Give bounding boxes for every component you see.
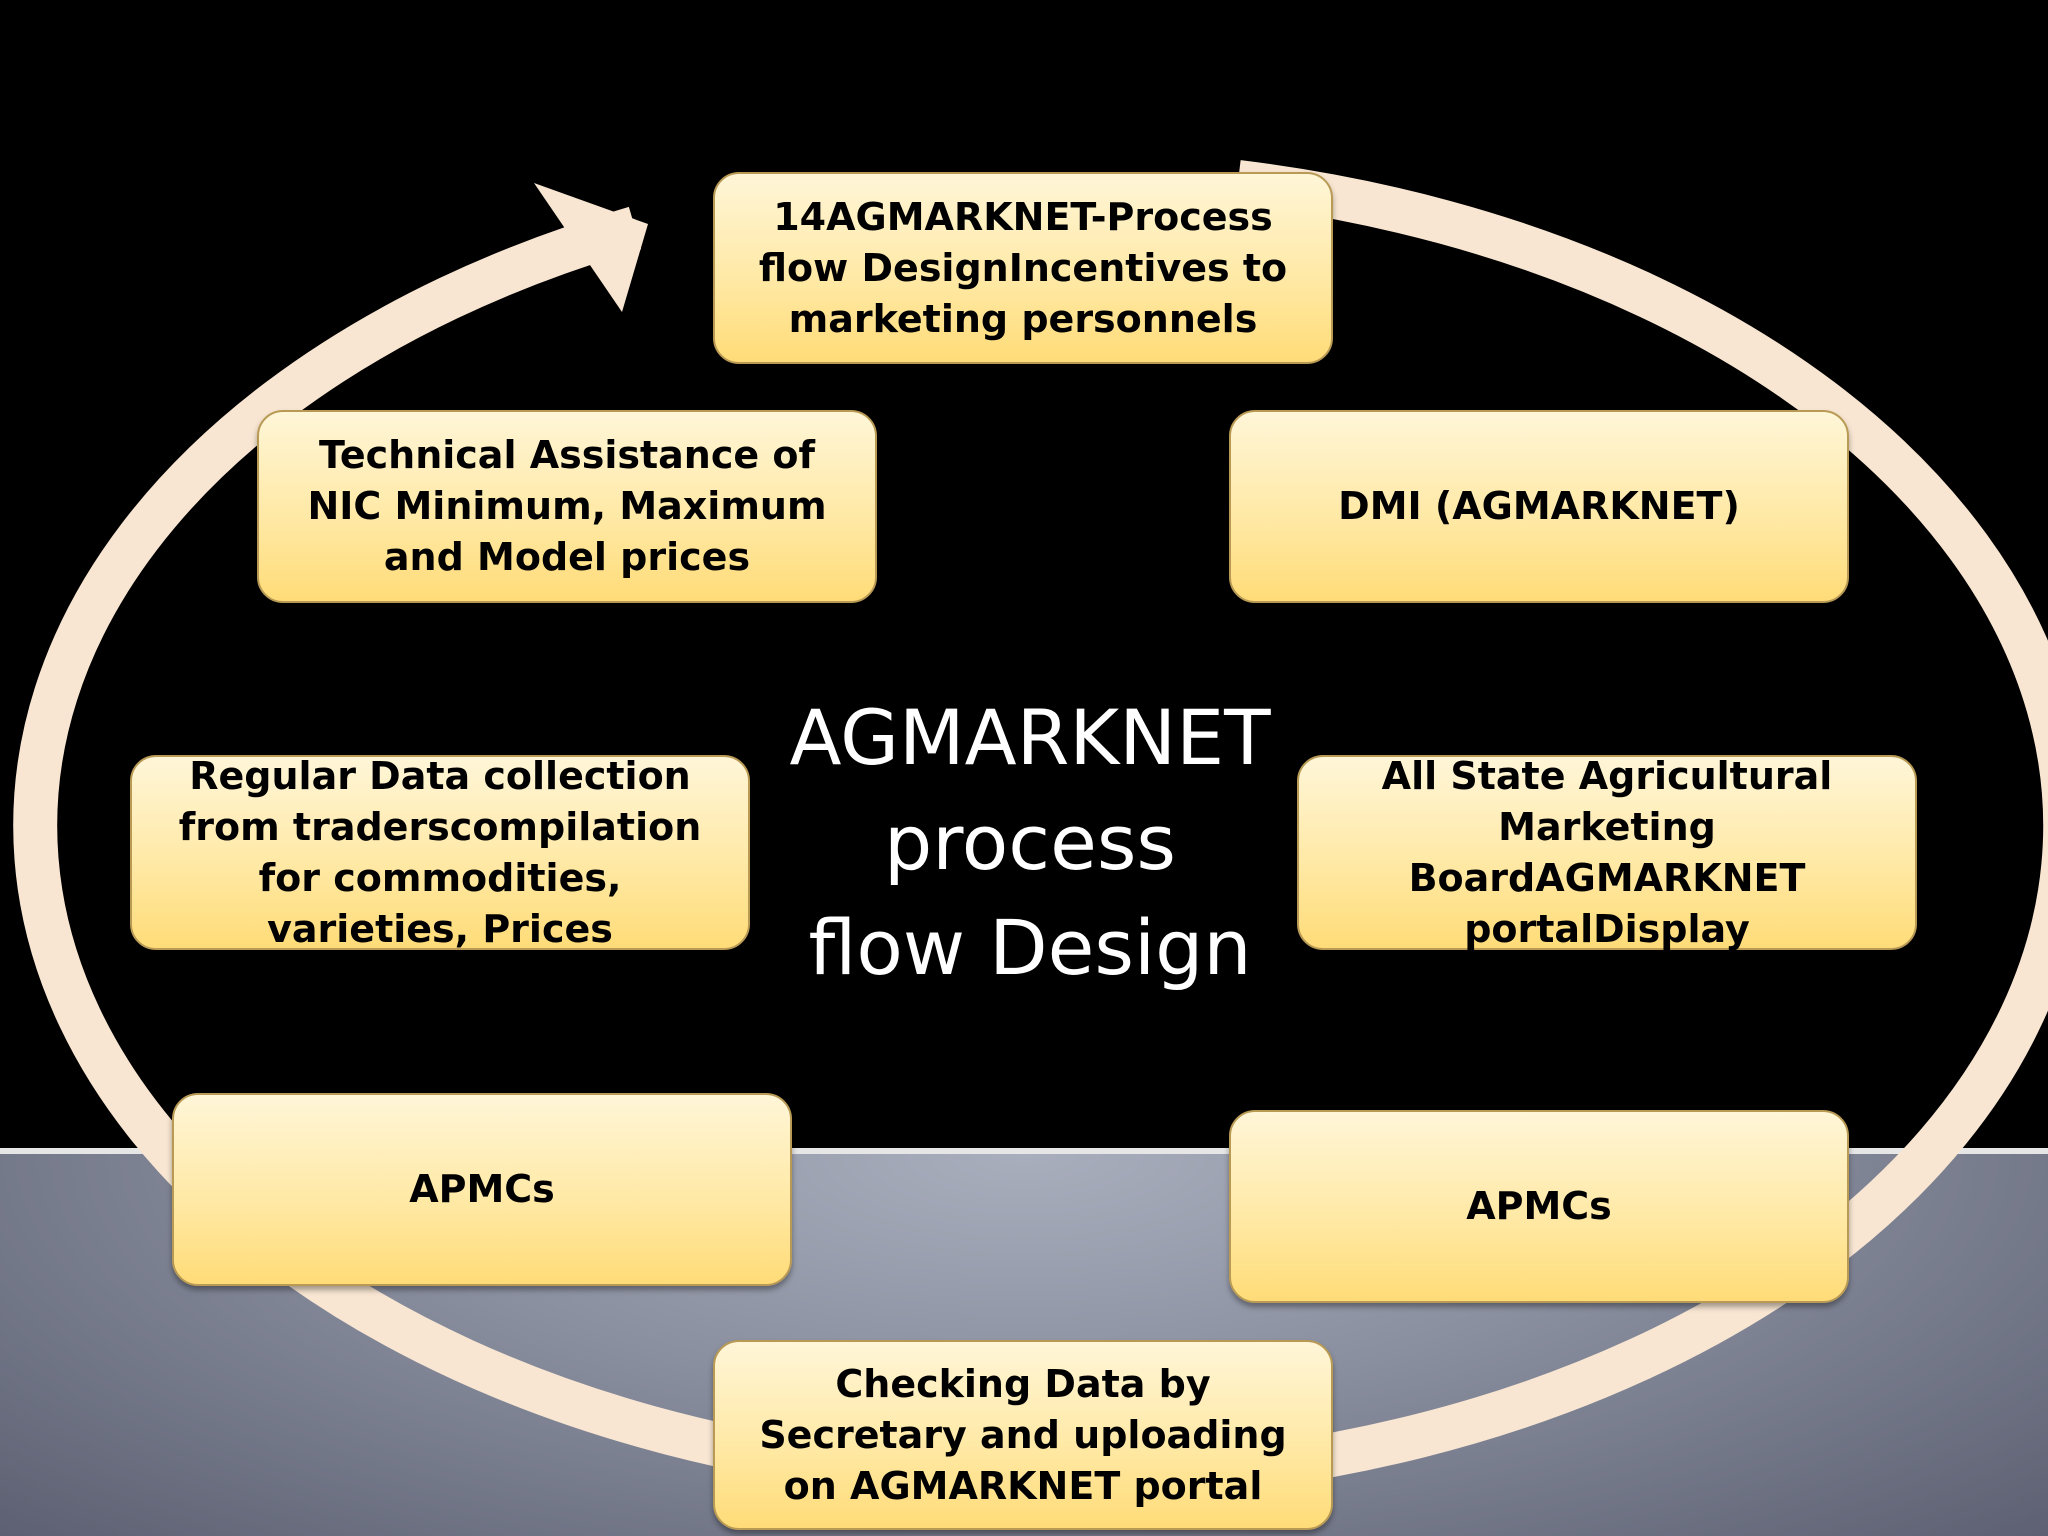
- cycle-arrowhead: [534, 183, 648, 312]
- node-lower-right: APMCs: [1229, 1110, 1849, 1303]
- node-lower-left: APMCs: [172, 1093, 792, 1286]
- node-upper-left: Technical Assistance of NIC Minimum, Max…: [257, 410, 877, 603]
- band-divider-line: [0, 1148, 2048, 1154]
- node-mid-right: All State Agricultural Marketing BoardAG…: [1297, 754, 1917, 951]
- diagram-title: AGMARKNET process flow Design: [789, 693, 1271, 992]
- node-top: 14AGMARKNET-Process flow DesignIncentive…: [713, 172, 1333, 364]
- node-upper-right: DMI (AGMARKNET): [1229, 410, 1849, 603]
- node-bottom: Checking Data by Secretary and uploading…: [713, 1340, 1333, 1530]
- node-mid-left: Regular Data collection from traderscomp…: [130, 754, 750, 951]
